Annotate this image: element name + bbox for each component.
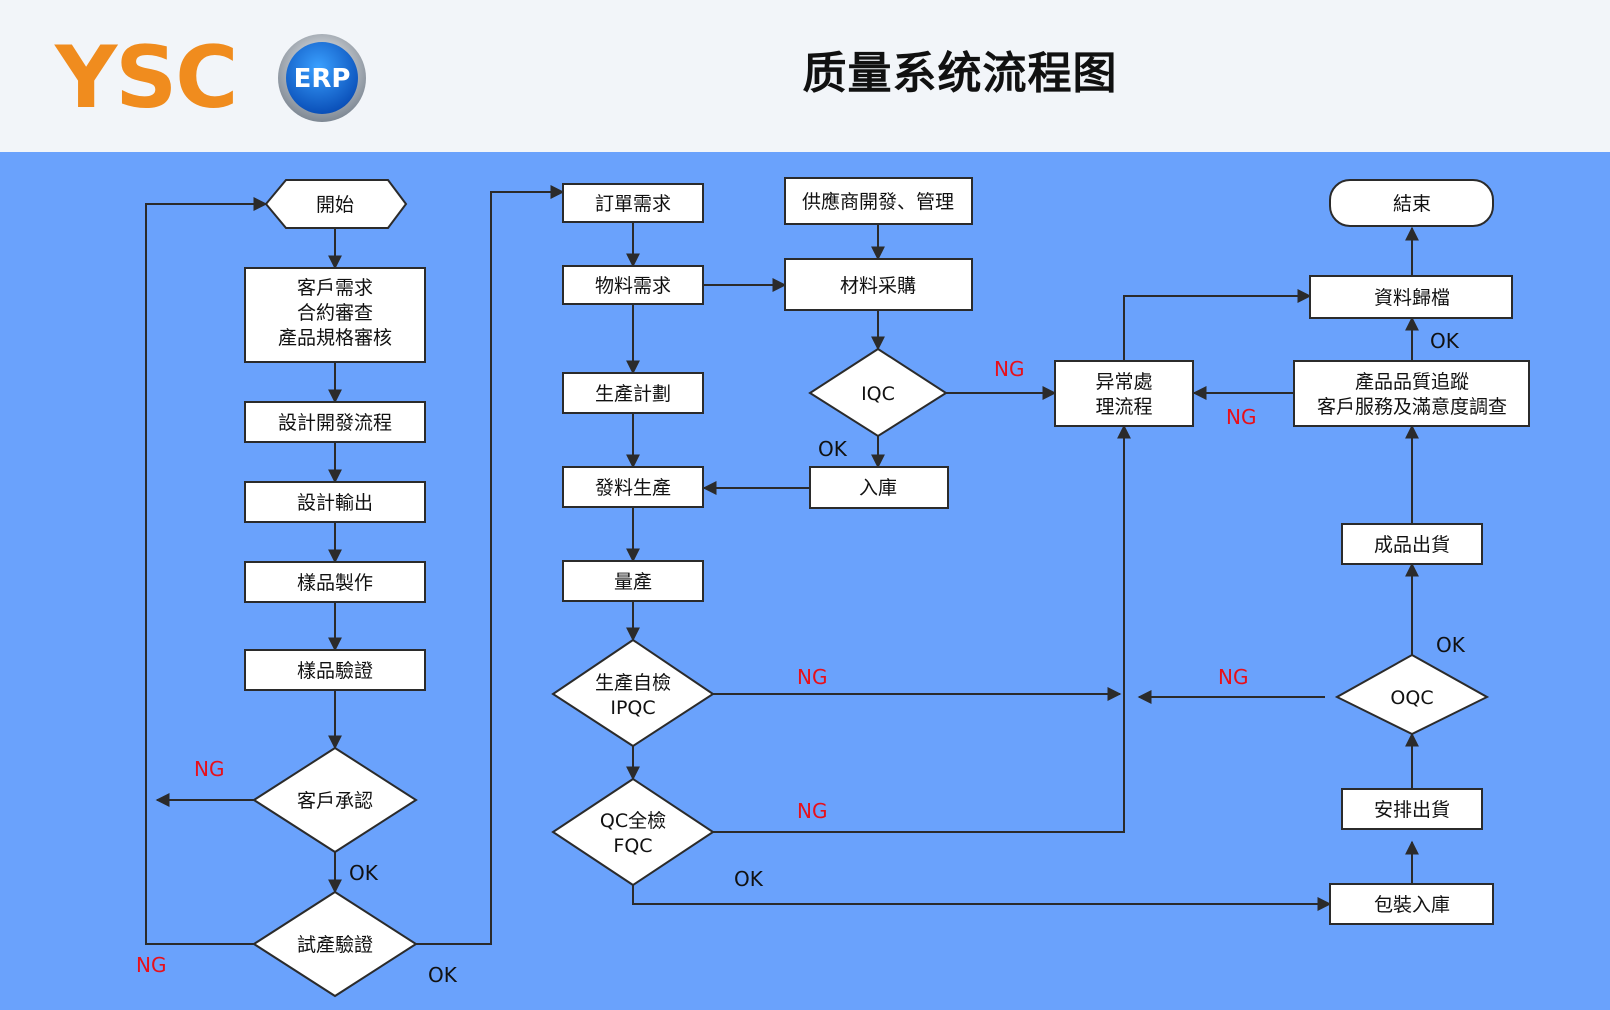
label-oqc: OQC <box>1390 687 1433 709</box>
node-tracking <box>1293 360 1530 427</box>
label-customer-approval: 客戶承認 <box>297 790 373 812</box>
label-tracking-2: 客戶服務及滿意度調查 <box>1317 396 1507 418</box>
node-material-demand <box>562 265 704 305</box>
node-ipqc <box>551 638 715 748</box>
label-ng-fqc: NG <box>797 799 827 823</box>
label-tracking-1: 產品品質追蹤 <box>1355 371 1469 393</box>
node-design-dev <box>244 401 426 443</box>
label-sample-verify: 樣品驗證 <box>297 660 373 682</box>
node-fqc <box>551 777 715 887</box>
node-sample-make <box>244 561 426 603</box>
edge-fqc-ng-exception <box>713 424 1131 833</box>
label-end: 結束 <box>1393 193 1431 215</box>
label-ok-oqc: OK <box>1436 633 1466 657</box>
label-exception-1: 异常處 <box>1095 371 1152 393</box>
node-supplier-mgmt <box>784 177 973 225</box>
node-oqc <box>1334 653 1490 736</box>
node-customer-needs <box>244 267 426 363</box>
label-ok-trial: OK <box>428 963 458 987</box>
label-archive: 資料歸檔 <box>1374 287 1450 309</box>
node-arrange-ship <box>1341 788 1483 830</box>
label-customer-needs-3: 產品規格審核 <box>278 327 392 349</box>
node-design-output <box>244 481 426 523</box>
label-ng-oqc: NG <box>1218 665 1248 689</box>
header: YSC ERP 质量系统流程图 <box>0 0 1610 152</box>
node-order-demand <box>562 183 704 223</box>
label-order-demand: 訂單需求 <box>595 193 671 215</box>
node-production-plan <box>562 372 704 414</box>
node-exception <box>1054 360 1194 427</box>
node-end <box>1329 179 1494 227</box>
label-ng-customer: NG <box>194 757 224 781</box>
edge-exception-archive <box>1123 289 1312 361</box>
label-issue-production: 發料生產 <box>595 477 671 499</box>
page-title: 质量系统流程图 <box>802 48 1118 99</box>
label-ipqc-2: IPQC <box>610 697 655 719</box>
node-iqc <box>808 347 948 438</box>
label-arrange-ship: 安排出貨 <box>1374 799 1450 821</box>
label-production-plan: 生產計劃 <box>595 383 671 405</box>
node-customer-approval <box>252 746 418 854</box>
label-design-output: 設計輸出 <box>297 492 373 514</box>
label-ok-customer: OK <box>349 861 379 885</box>
label-customer-needs-2: 合約審查 <box>297 302 373 324</box>
node-trial-verify <box>252 890 418 998</box>
label-ipqc-1: 生產自檢 <box>595 672 671 694</box>
node-sample-verify <box>244 649 426 691</box>
label-ng-tracking: NG <box>1226 405 1256 429</box>
ysc-logo: YSC <box>55 28 238 128</box>
node-shipment <box>1341 523 1483 565</box>
label-ng-ipqc: NG <box>797 665 827 689</box>
label-ng-trial: NG <box>136 953 166 977</box>
label-fqc-2: FQC <box>613 835 652 857</box>
erp-badge-label: ERP <box>294 64 351 94</box>
node-start <box>264 179 408 229</box>
edge-fqc-ok-pack <box>632 885 1332 911</box>
node-mass-production <box>562 560 704 602</box>
label-iqc: IQC <box>861 383 895 405</box>
label-material-demand: 物料需求 <box>595 275 671 297</box>
edge-trial-ok-order <box>416 185 565 945</box>
label-pack-in: 包裝入庫 <box>1374 894 1450 916</box>
label-warehouse-in: 入庫 <box>859 477 897 499</box>
node-labels: 開始 客戶需求 合約審查 產品規格審核 設計開發流程 設計輸出 樣品製作 樣品驗… <box>278 190 1507 956</box>
label-ng-iqc: NG <box>994 357 1024 381</box>
flowchart-canvas: 開始 客戶需求 合約審查 產品規格審核 設計開發流程 設計輸出 樣品製作 樣品驗… <box>0 152 1610 1010</box>
node-pack-in <box>1329 883 1494 925</box>
node-issue-production <box>562 466 704 508</box>
label-shipment: 成品出貨 <box>1374 534 1450 556</box>
connectors <box>145 185 1419 945</box>
label-start: 開始 <box>316 194 354 216</box>
node-material-purchase <box>784 258 973 311</box>
nodes <box>244 177 1530 998</box>
erp-badge-icon: ERP <box>278 34 366 122</box>
label-mass-production: 量產 <box>614 571 652 593</box>
flowchart: 開始 客戶需求 合約審查 產品規格審核 設計開發流程 設計輸出 樣品製作 樣品驗… <box>136 177 1530 998</box>
node-warehouse-in <box>809 466 949 509</box>
label-ok-fqc: OK <box>734 867 764 891</box>
label-ok-iqc: OK <box>818 437 848 461</box>
label-material-purchase: 材料采購 <box>840 275 916 297</box>
label-exception-2: 理流程 <box>1095 396 1152 418</box>
label-sample-make: 樣品製作 <box>297 572 373 594</box>
label-ok-tracking: OK <box>1430 329 1460 353</box>
label-fqc-1: QC全檢 <box>600 810 666 832</box>
edge-trial-ng-loop <box>145 197 268 945</box>
label-trial-verify: 試產驗證 <box>297 934 373 956</box>
label-customer-needs-1: 客戶需求 <box>297 277 373 299</box>
label-design-dev: 設計開發流程 <box>278 412 392 434</box>
edge-labels: NG OK NG OK NG OK NG NG OK NG OK NG OK <box>136 329 1466 987</box>
label-supplier-mgmt: 供應商開發、管理 <box>802 190 954 213</box>
node-archive <box>1309 275 1513 319</box>
